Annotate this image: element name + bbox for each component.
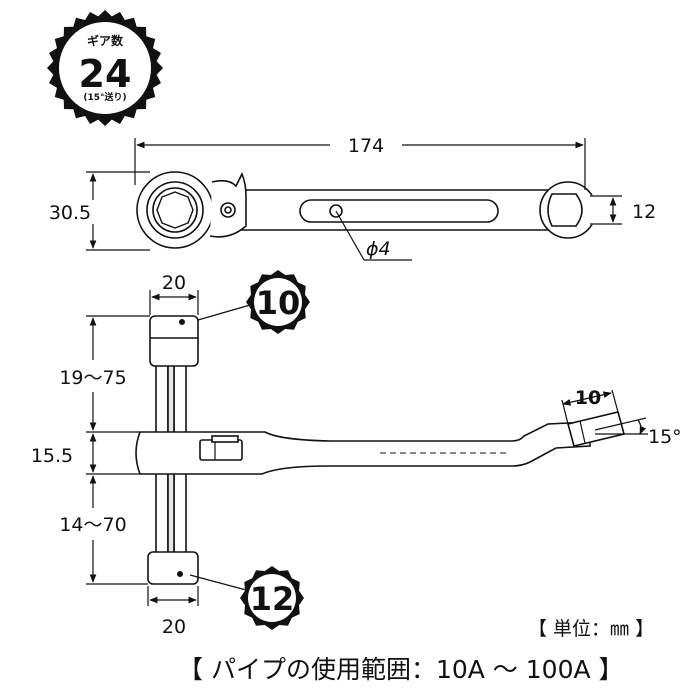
dimension-length <box>134 138 586 190</box>
gear-badge-inner <box>59 22 151 114</box>
socket-bottom <box>147 551 199 585</box>
pipe-range-note: 【 パイプの使用範囲：10A 〜 100A 】 <box>178 655 624 684</box>
size-badge-bottom-leader <box>189 574 247 591</box>
size-badge-bottom-number: 12 <box>250 580 295 618</box>
gear-count-badge: ギア数 24 (15°送り) <box>47 10 163 126</box>
dimension-offset-angle <box>594 417 648 435</box>
dim-head-thickness-label: 10 <box>575 387 601 409</box>
dimension-top-socket-width <box>149 290 199 315</box>
dim-top-socket-width-label: 20 <box>162 272 186 294</box>
dim-hole-label: ϕ4 <box>366 238 391 260</box>
hole-marker <box>329 204 343 218</box>
dimension-bottom-socket-width <box>147 586 199 606</box>
dim-body-thickness-label: 15.5 <box>31 445 73 467</box>
wrench-side-view <box>135 315 625 585</box>
dim-offset-angle-label: 15° <box>648 426 682 448</box>
dimension-head-width <box>590 195 622 225</box>
handle-slot <box>299 199 499 223</box>
gear-badge-title: ギア数 <box>87 33 124 48</box>
unit-note: 【 単位：㎜ 】 <box>528 618 655 640</box>
dimension-top-range <box>86 315 150 433</box>
size-badge-bottom: 12 <box>240 566 304 630</box>
dimension-height <box>86 171 150 251</box>
side-body <box>135 421 591 475</box>
dim-bottom-range-label: 14〜70 <box>59 514 126 536</box>
dimension-hole <box>335 210 412 261</box>
dimension-bottom-range <box>86 475 148 585</box>
dim-bottom-socket-width-label: 20 <box>162 616 186 638</box>
ratchet-head <box>136 171 214 249</box>
gear-badge-count: 24 <box>79 52 132 96</box>
size-badge-top: 10 <box>246 270 310 334</box>
dimension-body-thickness <box>86 433 140 475</box>
dim-height-label: 30.5 <box>49 202 91 224</box>
dim-top-range-label: 19〜75 <box>59 367 126 389</box>
size-badge-top-leader <box>197 304 251 321</box>
wrench-top-view <box>136 171 603 249</box>
size-badge-top-number: 10 <box>256 284 301 322</box>
gear-badge-subtitle: (15°送り) <box>83 91 126 103</box>
dim-length-label: 174 <box>348 135 384 157</box>
dim-head-width-label: 12 <box>632 201 656 223</box>
socket-top <box>149 315 199 367</box>
dimension-head-thickness <box>561 389 619 425</box>
